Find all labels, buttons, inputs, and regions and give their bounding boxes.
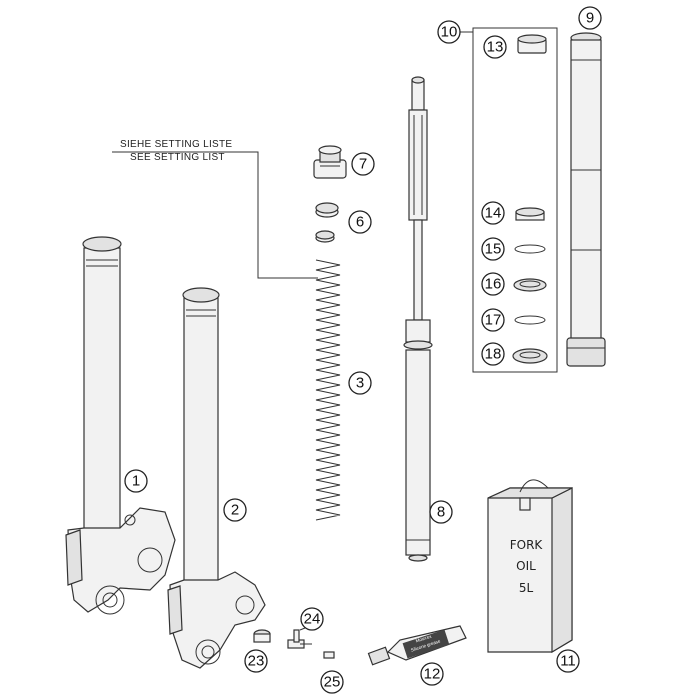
seal-kit-box <box>472 27 558 373</box>
kit-seal-18 <box>512 348 548 364</box>
outer-tube-left <box>65 236 176 615</box>
top-cap <box>313 145 347 179</box>
kit-ring-15 <box>514 244 546 254</box>
inner-tube <box>566 32 606 367</box>
oil-label-line1: FORK <box>510 538 544 552</box>
small-nut <box>253 629 271 643</box>
svg-text:9: 9 <box>586 10 594 27</box>
callout-10: 10 <box>437 20 461 44</box>
spring-spacers <box>315 202 339 243</box>
svg-text:3: 3 <box>356 375 364 392</box>
svg-text:14: 14 <box>485 205 502 222</box>
small-screw <box>323 651 335 659</box>
svg-text:13: 13 <box>487 39 504 56</box>
svg-text:24: 24 <box>304 611 321 628</box>
damping-cartridge <box>403 76 433 562</box>
callout-3: 3 <box>348 371 372 395</box>
callout-14: 14 <box>481 201 505 225</box>
svg-text:18: 18 <box>485 346 502 363</box>
kit-ring-17 <box>514 315 546 325</box>
svg-text:11: 11 <box>560 653 576 670</box>
callout-16: 16 <box>481 272 505 296</box>
svg-text:23: 23 <box>248 653 265 670</box>
callout-7: 7 <box>351 152 375 176</box>
callout-24: 24 <box>300 607 324 631</box>
note-english: SEE SETTING LIST <box>130 152 225 163</box>
svg-text:17: 17 <box>485 312 502 329</box>
kit-bushing <box>515 207 545 221</box>
callout-17: 17 <box>481 308 505 332</box>
air-valve <box>287 629 312 649</box>
kit-bushing-top <box>517 34 547 54</box>
svg-text:10: 10 <box>441 24 458 41</box>
callout-23: 23 <box>244 649 268 673</box>
fork-spring <box>315 259 341 521</box>
callout-1: 1 <box>124 469 148 493</box>
grease-tube <box>367 625 467 666</box>
callout-8: 8 <box>429 500 453 524</box>
callout-9: 9 <box>578 6 602 30</box>
outer-tube-right <box>167 287 266 669</box>
svg-text:6: 6 <box>356 214 364 231</box>
callout-13: 13 <box>483 35 507 59</box>
svg-text:12: 12 <box>424 666 441 683</box>
svg-text:16: 16 <box>485 276 502 293</box>
oil-label-line2: OIL <box>516 559 536 573</box>
callout-6: 6 <box>348 210 372 234</box>
svg-text:8: 8 <box>437 504 445 521</box>
callout-11: 11 <box>556 649 580 673</box>
svg-text:25: 25 <box>324 674 341 691</box>
svg-text:2: 2 <box>231 502 239 519</box>
callout-18: 18 <box>481 342 505 366</box>
grease-tube-brand: Motorex <box>415 633 433 643</box>
callout-2: 2 <box>223 498 247 522</box>
svg-text:1: 1 <box>132 473 140 490</box>
note-german: SIEHE SETTING LISTE <box>120 139 232 150</box>
oil-label-line3: 5L <box>519 581 534 595</box>
callout-15: 15 <box>481 237 505 261</box>
kit-seal-16 <box>513 278 547 292</box>
callout-12: 12 <box>420 662 444 686</box>
fork-oil-canister <box>487 479 573 654</box>
leader-24 <box>299 627 306 631</box>
svg-text:7: 7 <box>359 156 367 173</box>
svg-text:15: 15 <box>485 241 502 258</box>
note-leader-line <box>112 151 318 279</box>
callout-25: 25 <box>320 670 344 694</box>
